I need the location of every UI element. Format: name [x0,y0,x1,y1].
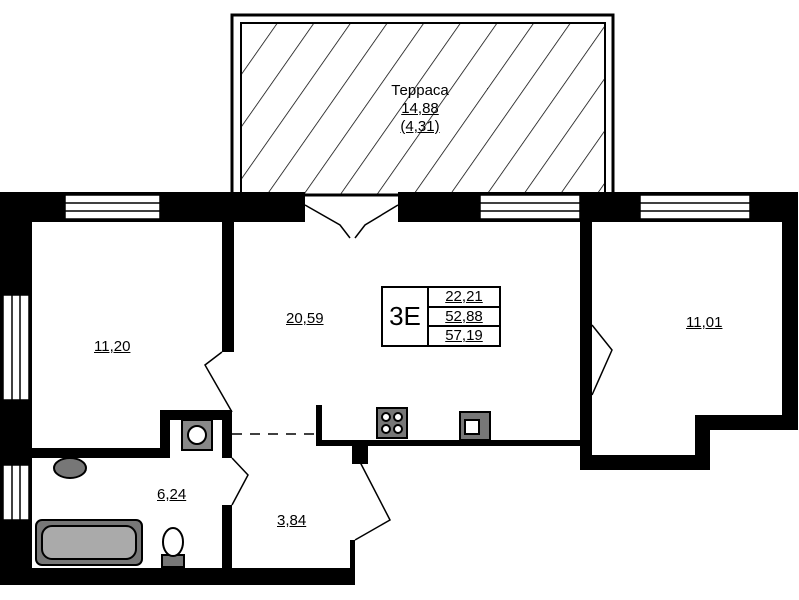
bathtub-icon [35,519,143,566]
terrace [230,13,615,197]
boiler-icon [181,419,213,451]
room-area-bedroom-right: 11,01 [686,314,723,331]
room-area-living-kitchen: 20,59 [286,310,324,327]
windows [2,194,751,521]
hob-icon [376,407,408,439]
room-area-bathroom: 6,24 [157,486,187,503]
terrace-name: Терраса [391,82,449,99]
apartment-info-box: 3E 22,21 52,88 57,19 [381,286,501,347]
toilet-icon [161,527,185,568]
doors [204,204,613,541]
room-area-bedroom-left: 11,20 [94,338,131,355]
terrace-area: 14,88 [401,100,439,117]
terrace-label: Терраса 14,88 (4,31) [380,82,460,136]
total-area: 52,88 [429,308,499,328]
total-area-with-terrace: 57,19 [445,327,483,345]
washbasin-icon [53,457,87,479]
apartment-code: 3E [383,288,429,345]
room-area-hall: 3,84 [277,512,307,529]
terrace-reduced-area: (4,31) [400,118,440,135]
fixtures [35,407,491,568]
sink-icon [459,411,491,441]
living-area: 22,21 [429,288,499,308]
